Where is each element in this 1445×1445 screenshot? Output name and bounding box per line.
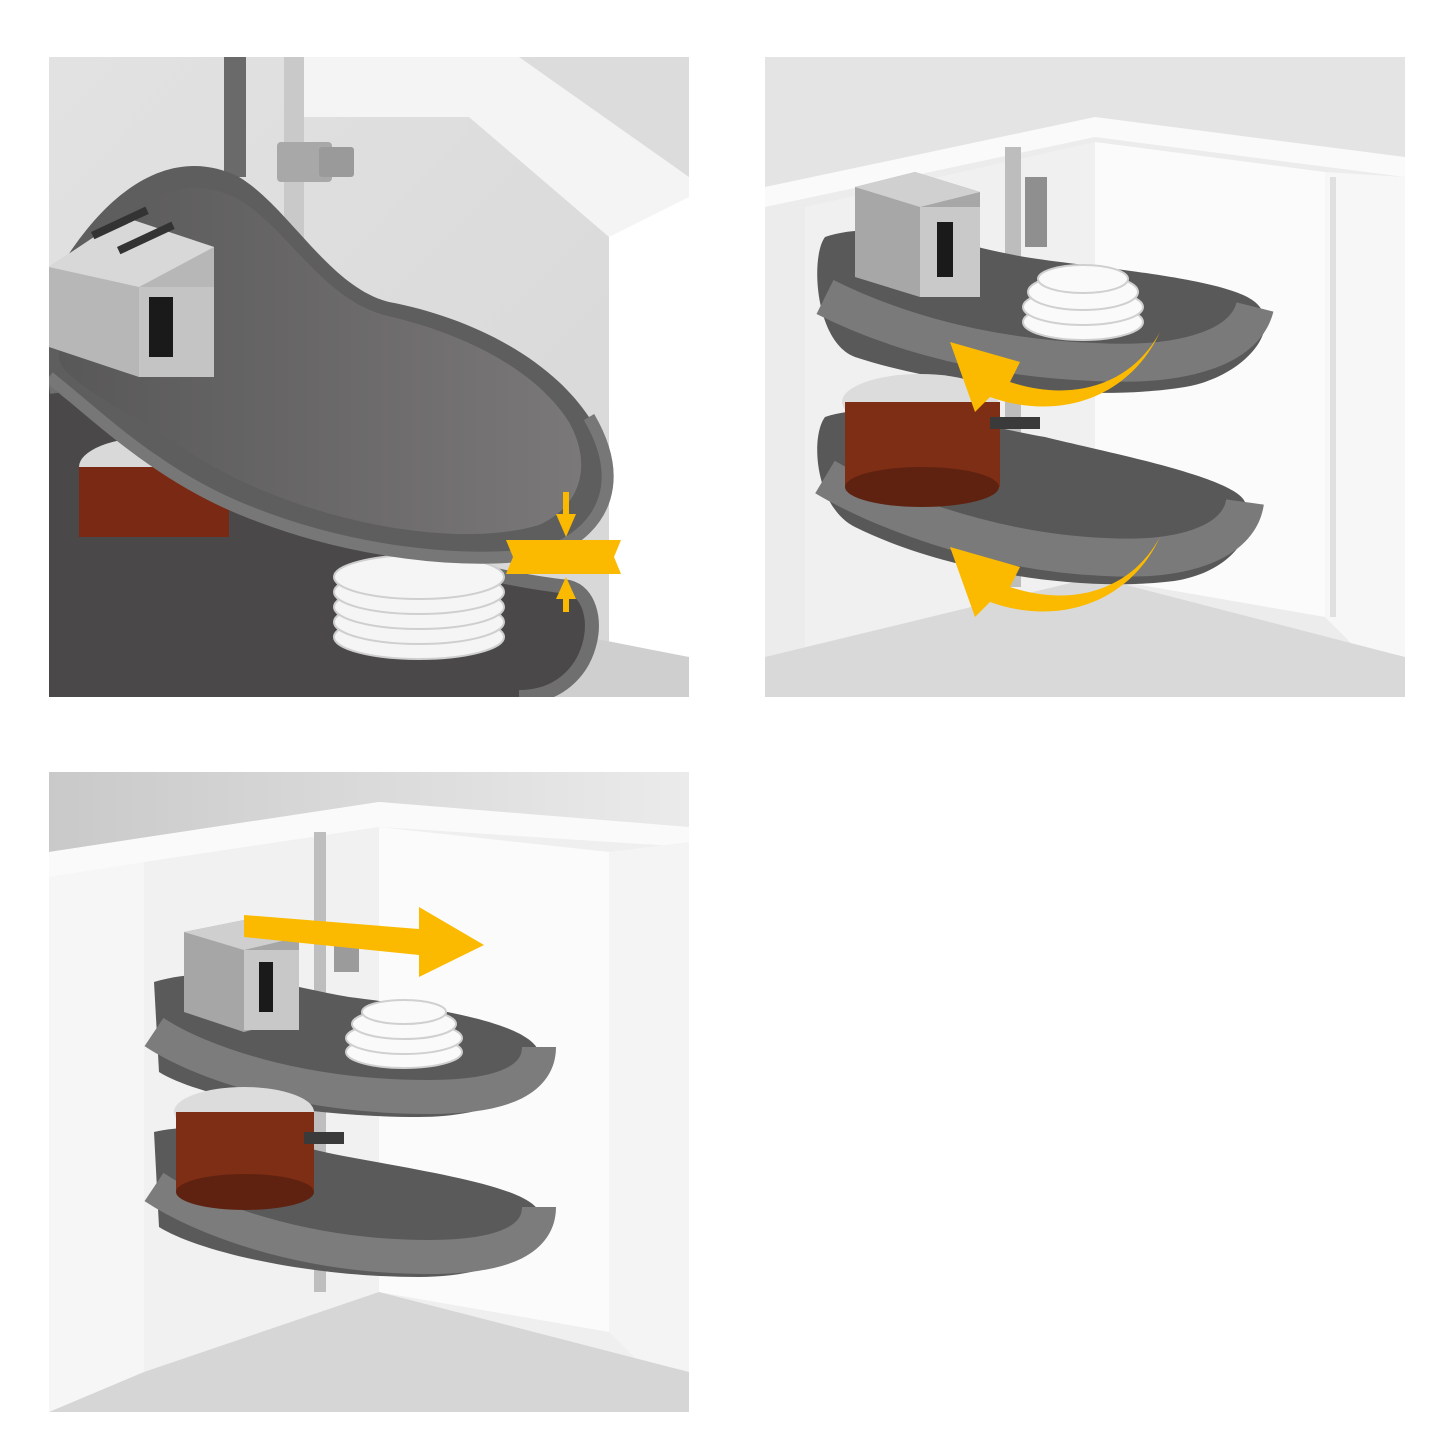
soft-close-panel bbox=[765, 57, 1405, 697]
soft-close-illustration bbox=[765, 57, 1405, 697]
soft-close-rotation-arrows-icon bbox=[950, 332, 1160, 617]
board-thickness-illustration bbox=[49, 57, 689, 697]
full-extension-arrows-icon bbox=[244, 907, 484, 977]
full-extension-illustration bbox=[49, 772, 689, 1412]
thickness-dimension-arrows-icon bbox=[506, 492, 621, 612]
board-thickness-panel bbox=[49, 57, 689, 697]
full-extension-panel bbox=[49, 772, 689, 1412]
